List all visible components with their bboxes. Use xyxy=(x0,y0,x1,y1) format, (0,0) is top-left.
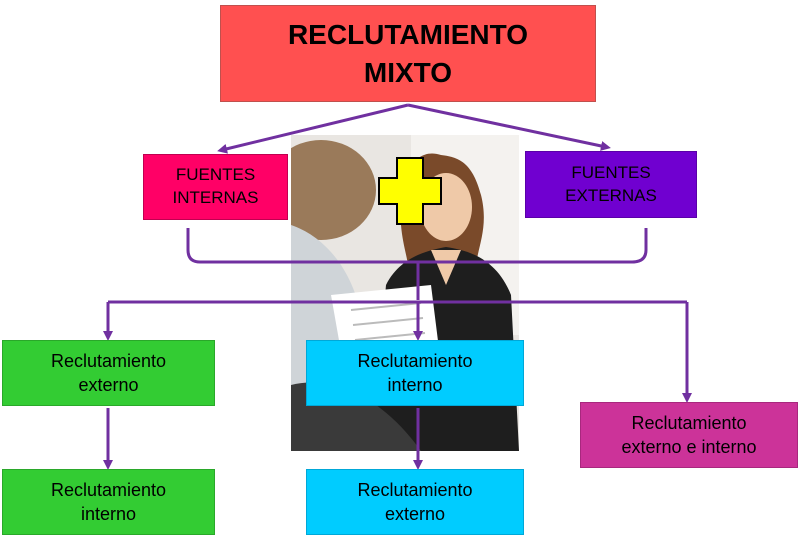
external-sources-line-2: EXTERNAS xyxy=(565,185,657,208)
internal-sources-box: FUENTES INTERNAS xyxy=(143,154,288,220)
center-first-line-2: interno xyxy=(357,373,472,397)
left-first-line-1: Reclutamiento xyxy=(51,349,166,373)
center-first-line-1: Reclutamiento xyxy=(357,349,472,373)
right-only-box: Reclutamiento externo e interno xyxy=(580,402,798,468)
left-first-box: Reclutamiento externo xyxy=(2,340,215,406)
center-second-line-1: Reclutamiento xyxy=(357,478,472,502)
right-only-line-1: Reclutamiento xyxy=(621,411,756,435)
title-line-2: MIXTO xyxy=(288,54,528,92)
left-second-box: Reclutamiento interno xyxy=(2,469,215,535)
external-sources-box: FUENTES EXTERNAS xyxy=(525,151,697,218)
center-second-box: Reclutamiento externo xyxy=(306,469,524,535)
internal-sources-line-1: FUENTES xyxy=(173,164,259,187)
center-second-line-2: externo xyxy=(357,502,472,526)
center-first-box: Reclutamiento interno xyxy=(306,340,524,406)
left-second-line-2: interno xyxy=(51,502,166,526)
external-sources-line-1: FUENTES xyxy=(565,162,657,185)
right-only-line-2: externo e interno xyxy=(621,435,756,459)
internal-sources-line-2: INTERNAS xyxy=(173,187,259,210)
title-line-1: RECLUTAMIENTO xyxy=(288,16,528,54)
left-first-line-2: externo xyxy=(51,373,166,397)
left-second-line-1: Reclutamiento xyxy=(51,478,166,502)
title-box: RECLUTAMIENTO MIXTO xyxy=(220,5,596,102)
